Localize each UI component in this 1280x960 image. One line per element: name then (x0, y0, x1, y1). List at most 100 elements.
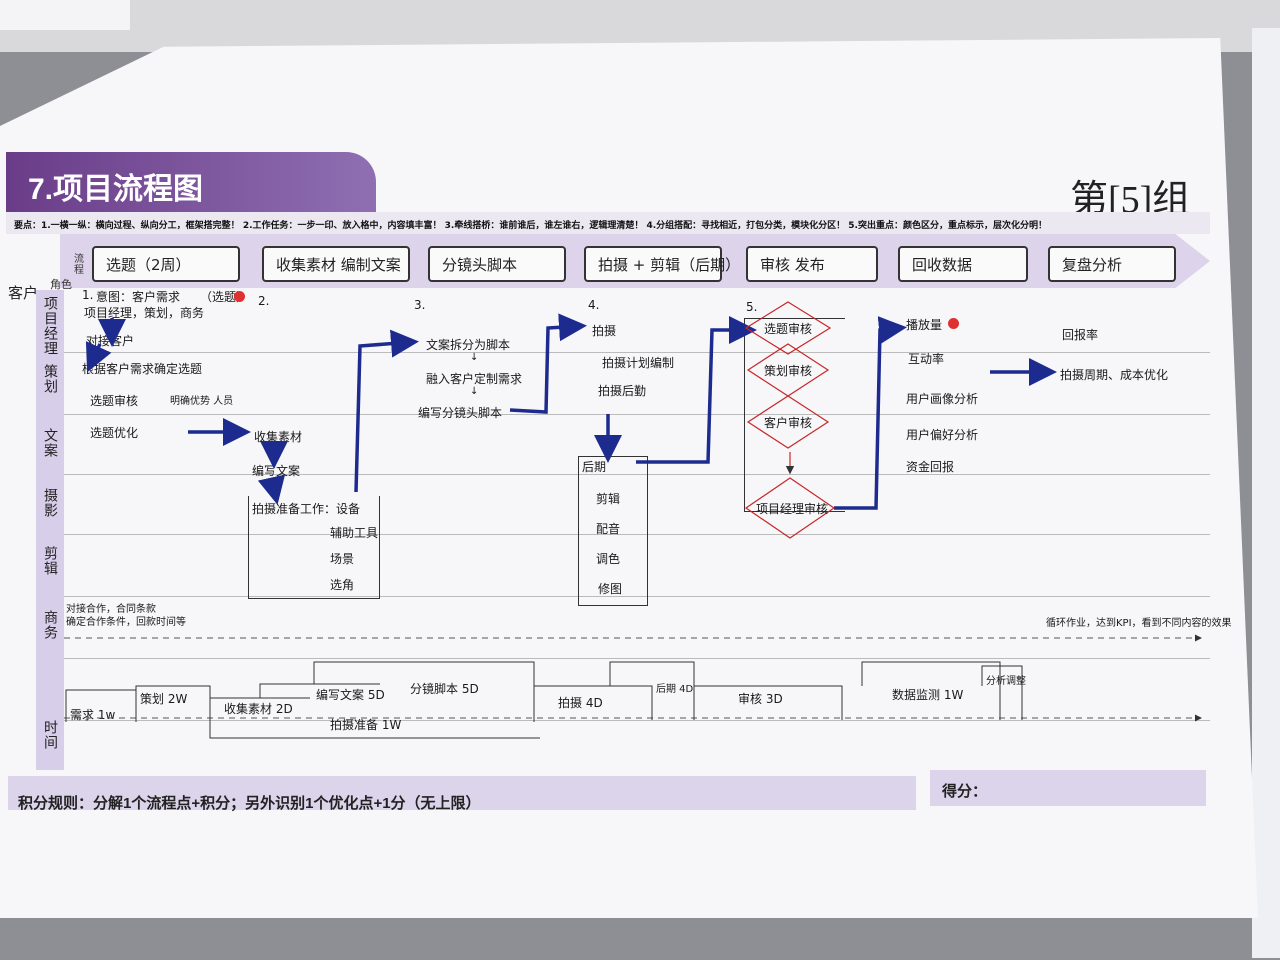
step1-item: 根据客户需求确定选题 (82, 362, 203, 376)
step2-item: 选角 (330, 578, 355, 592)
stage-box-4: 拍摄 + 剪辑（后期） (584, 246, 740, 282)
step3-arrow: ↓ (470, 386, 479, 397)
timeline-label: 需求 1w (70, 708, 116, 722)
paper-scrap (0, 0, 130, 30)
flow-arrow (257, 474, 286, 505)
role-copywriting: 文案 (42, 428, 58, 458)
step6-item: 互动率 (908, 352, 945, 366)
diamond-node (744, 301, 832, 355)
step6-item: 用户偏好分析 (906, 428, 979, 442)
stage-box-5: 审核 发布 (746, 246, 878, 282)
title-banner (6, 152, 376, 212)
step3-item: 编写分镜头脚本 (418, 406, 503, 420)
role-business: 商务 (42, 610, 58, 640)
step2-item: 拍摄准备工作：设备 (252, 502, 361, 516)
step4-item: 拍摄后勤 (598, 384, 647, 398)
timeline-label: 分镜脚本 5D (410, 682, 479, 696)
timeline-axes (64, 634, 1202, 722)
time-bracket (534, 685, 653, 720)
step1-item: 选题优化 (90, 426, 139, 440)
step1-item: 项目经理，策划，商务 (84, 306, 205, 320)
stage-box-2: 收集素材 编制文案 (262, 246, 410, 282)
step3-item: 文案拆分为脚本 (426, 338, 511, 352)
time-bracket (65, 689, 136, 722)
step6-item: 播放量 (906, 318, 943, 332)
key-points-band (6, 212, 1210, 234)
lane-divider (64, 658, 1210, 659)
review-node-1: 选题审核 (764, 322, 813, 336)
timeline-label: 编写文案 5D (316, 688, 385, 702)
step7-item: 拍摄周期、成本优化 (1060, 368, 1169, 382)
step4-item: 后期 (582, 460, 607, 474)
step2-item: 场景 (330, 552, 355, 566)
time-bracket (981, 665, 1023, 720)
client-label: 客户 (8, 284, 39, 302)
timeline-label: 后期 4D (656, 684, 694, 695)
step-number-3: 3. (414, 298, 426, 312)
step-number-4: 4. (588, 298, 600, 312)
timeline-label: 策划 2W (140, 692, 188, 706)
business-note: 对接合作，合同条款 (66, 604, 156, 615)
time-bracket (209, 697, 310, 722)
step7-item: 回报率 (1062, 328, 1099, 342)
role-column (36, 290, 64, 770)
key-points: 要点：1.一横一纵：横向过程、纵向分工，框架搭完整！ 2.工作任务：一步一印、放… (14, 221, 1047, 231)
stage-box-7: 复盘分析 (1048, 246, 1176, 282)
lane-divider (64, 474, 1210, 475)
time-bracket (609, 661, 695, 720)
step-number-2: 2. (258, 294, 270, 308)
role-editing: 剪辑 (42, 546, 58, 576)
timeline-label: 收集素材 2D (224, 702, 293, 716)
time-bracket (313, 661, 535, 722)
timeline-label: 数据监测 1W (892, 688, 964, 702)
role-header: 角色 (50, 278, 72, 291)
step4-item: 修图 (598, 582, 623, 596)
review-node-3: 客户审核 (764, 416, 813, 430)
diamond-node (746, 395, 830, 449)
stage-header: 流程 (74, 254, 84, 276)
review-bracket (744, 318, 845, 512)
step6-item: 资金回报 (906, 460, 955, 474)
role-photography: 摄影 (42, 488, 58, 518)
review-diamonds (744, 301, 836, 539)
step2-item: 辅助工具 (330, 526, 379, 540)
review-node-2: 策划审核 (764, 364, 813, 378)
lane-divider (64, 414, 1210, 415)
score-band (930, 770, 1206, 806)
timeline-label: 审核 3D (738, 692, 783, 706)
step6-item: 用户画像分析 (906, 392, 979, 406)
step-number-1: 1. (82, 288, 94, 302)
timeline-label: 分析调整 (986, 676, 1026, 687)
time-bracket (694, 685, 843, 720)
flow-arrow (354, 329, 419, 493)
lane-divider (64, 352, 1210, 353)
paper-scrap-right (1252, 28, 1280, 958)
flow-arrow (85, 341, 112, 373)
highlight-dot (234, 291, 245, 302)
business-note: 确定合作条件，回款时间等 (66, 617, 186, 628)
page-title: 7.项目流程图 (28, 173, 204, 206)
flow-arrow (509, 313, 587, 414)
step1-item: 选题审核 (90, 394, 139, 408)
step4-item: 配音 (596, 522, 621, 536)
role-planning: 策划 (42, 364, 58, 394)
stage-box-1: 选题（2周） (92, 246, 240, 282)
time-bracket (135, 685, 211, 722)
highlight-dot (948, 318, 959, 329)
step4-item: 拍摄 (592, 324, 617, 338)
diamond-node (744, 477, 836, 539)
prep-bracket (248, 496, 380, 599)
score-label: 得分： (942, 783, 988, 800)
lane-divider (64, 534, 1210, 535)
review-node-4: 项目经理审核 (756, 502, 829, 516)
lane-divider (64, 596, 1210, 597)
step4-item: 调色 (596, 552, 621, 566)
role-project-manager: 项目经理 (42, 296, 58, 356)
step1-item: 意图：客户需求 (96, 290, 181, 304)
step2-item: 收集素材 (254, 430, 303, 444)
timeline-brackets (65, 661, 1023, 739)
stage-box-3: 分镜头脚本 (428, 246, 566, 282)
step3-arrow: ↓ (470, 352, 479, 363)
step4-item: 拍摄计划编制 (602, 356, 675, 370)
